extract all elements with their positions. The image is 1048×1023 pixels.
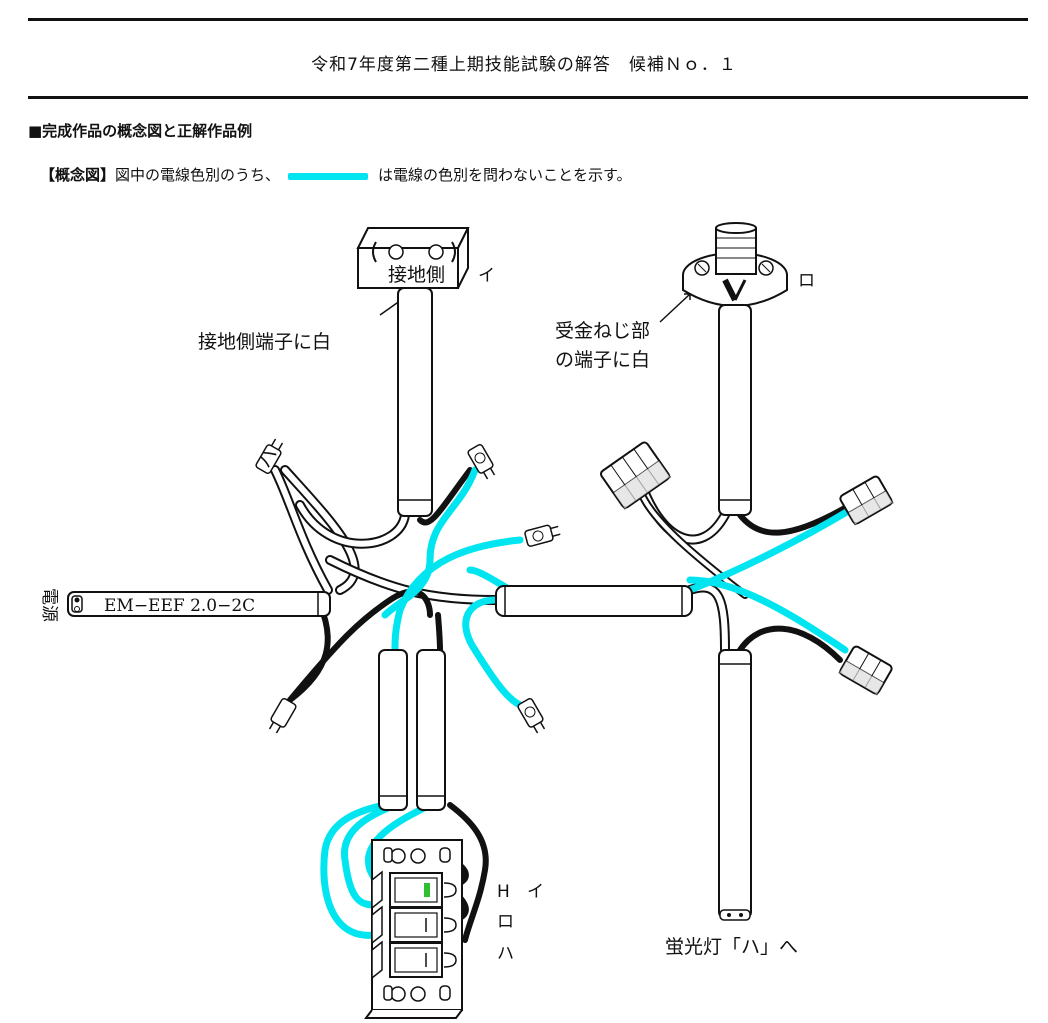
push-in-connector-right-bottom [838,645,893,696]
switch-cable-right [416,649,446,811]
switch-ha [389,942,457,978]
top-rule [28,18,1028,21]
lamp-note-arrow [659,293,691,323]
cyan-wires [320,466,854,939]
header-bottom-rule [28,96,1028,99]
lamp-socket [715,227,757,275]
switch-ro-label: ロ [497,912,514,932]
fluorescent-cable [718,649,752,919]
switch-i-label: イ [527,882,544,902]
receptacle: 接地側 イ [356,227,495,289]
connector-top-center [467,443,496,480]
receptacle-cable [397,287,433,517]
switch-cable-left [378,649,408,811]
white-wires [270,465,749,655]
legend-text-before: 図中の電線色別のうち、 [115,166,281,184]
receptacle-ground-label: 接地側 [388,264,445,286]
section-heading: ■完成作品の概念図と正解作品例 [28,122,253,140]
receptacle-note: 接地側端子に白 [198,331,331,353]
middle-cable [495,585,693,617]
cable-label: EM−EEF 2.0−2C [104,596,255,616]
switch-h-i [389,872,457,908]
lamp-mark: ロ [798,271,815,291]
switch-plate [364,839,463,1019]
push-in-connector-4way [600,441,672,510]
lamp-note-line1: 受金ねじ部 [555,320,650,342]
connector-mid-right [524,524,561,547]
receptacle-hole-right [428,244,444,260]
receptacle-hole-left [388,244,404,260]
power-label: 電源 [39,588,59,622]
switch-ha-label: ハ [497,944,514,964]
legend-cyan-swatch [288,172,369,180]
power-cable: EM−EEF 2.0−2C [67,591,331,617]
switch-ro [389,907,457,943]
connector-bottom-center [517,697,546,734]
receptacle-mark: イ [478,266,495,286]
switch-h-label: H [497,882,510,902]
fluorescent-label: 蛍光灯「ハ」へ [665,936,798,958]
page-title: 令和7年度第二種上期技能試験の解答 候補Ｎｏ．１ [311,55,737,75]
connector-bottom-left [268,697,297,734]
push-in-connector-right-top [839,475,894,526]
lamp-receptacle: ロ [682,222,815,307]
lamp-cable [718,304,752,516]
lamp-note-line2: の端子に白 [555,349,650,371]
legend-line: 【概念図】図中の電線色別のうち、 は電線の色別を問わないことを示す。 [40,164,632,185]
pilot-lamp [424,883,430,897]
legend-text-after: は電線の色別を問わないことを示す。 [378,166,632,184]
legend-bracket-label: 【概念図】 [40,166,116,184]
